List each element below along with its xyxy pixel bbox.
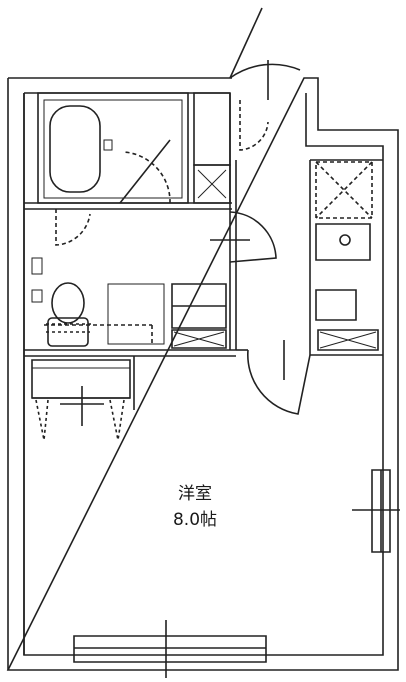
washer-space — [44, 325, 152, 344]
right-window — [352, 470, 400, 552]
toilet — [46, 283, 94, 346]
bottom-window — [74, 620, 266, 678]
room-area: 8.0帖 — [172, 510, 218, 530]
towel-rack — [32, 258, 42, 302]
bathtub — [50, 106, 112, 192]
closet-doors — [36, 386, 124, 440]
entrance-door — [230, 8, 300, 100]
bathroom-door — [120, 140, 170, 203]
washroom-door — [210, 212, 276, 262]
room-label-western: 洋室 8.0帖 — [150, 486, 240, 529]
toilet-door — [56, 209, 90, 245]
exterior-wall — [8, 78, 398, 670]
room-door — [248, 340, 310, 414]
entrance-small-doors — [240, 100, 268, 150]
room-name: 洋室 — [178, 484, 212, 504]
interior-walls — [24, 93, 383, 410]
